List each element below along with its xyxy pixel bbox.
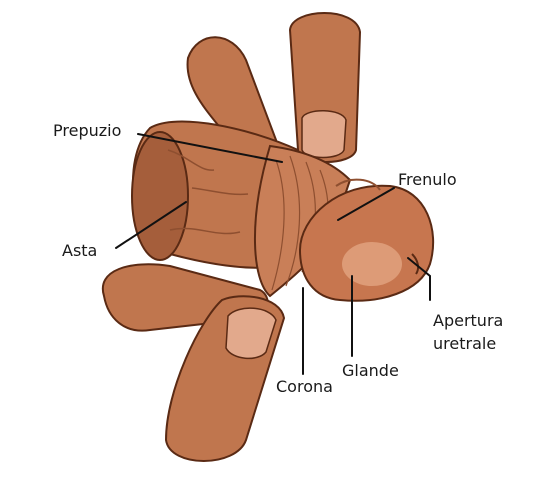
label-prepuzio: Prepuzio — [53, 121, 121, 140]
glans-highlight — [342, 242, 402, 286]
label-glande: Glande — [342, 361, 399, 380]
leader-frenulo — [337, 187, 395, 221]
label-apertura-line1: Apertura — [433, 311, 503, 330]
label-apertura-line2: uretrale — [433, 334, 496, 353]
illustration — [101, 12, 435, 462]
foreskin — [253, 144, 352, 298]
labels: Prepuzio Frenulo Asta Apertura uretrale … — [53, 121, 503, 396]
foreskin-stretch-lines — [271, 155, 329, 291]
leader-prepuzio — [137, 133, 283, 163]
leader-apertura — [407, 257, 431, 301]
leader-asta — [115, 201, 187, 249]
frenulum-fold — [335, 178, 381, 191]
leader-lines — [115, 133, 431, 375]
urethral-opening — [411, 253, 420, 275]
shaft-folds — [167, 149, 249, 235]
label-corona: Corona — [276, 377, 333, 396]
shaft-end — [131, 131, 189, 261]
thumbnail-bottom — [225, 307, 277, 360]
label-asta: Asta — [62, 241, 97, 260]
label-frenulo: Frenulo — [398, 170, 457, 189]
fingernail-top — [301, 110, 347, 159]
